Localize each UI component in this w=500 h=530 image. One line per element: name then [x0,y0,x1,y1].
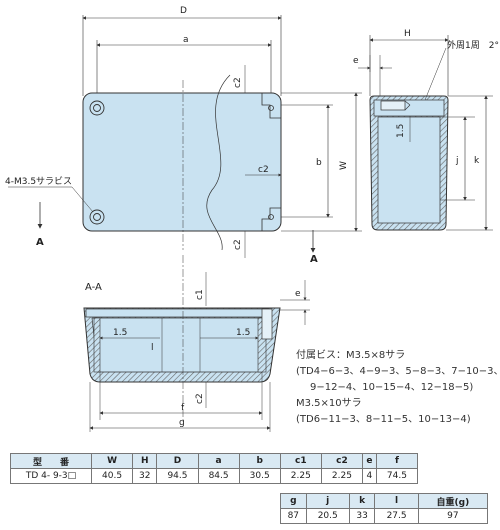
table-header: k [348,493,376,509]
label-l: l [151,343,154,353]
table-cell: 40.5 [90,468,134,484]
table-header: D [156,453,199,469]
table-header: b [238,453,281,469]
technical-drawing: D a c2 c2 c2 b W 4-M3.5サラビス A A [5,6,499,432]
label-a: a [183,35,189,45]
table-cell: 94.5 [156,468,199,484]
label-A-left: A [36,237,44,248]
label-D: D [180,6,187,16]
spec-table-main: 型 番 W H D a b c1 c2 e f TD 4- 9-3□ 40.5 … [10,453,419,484]
label-H: H [404,29,411,39]
top-view: D a c2 c2 c2 b W 4-M3.5サラビス A A [5,6,362,265]
label-1-5-left: 1.5 [113,328,127,338]
label-f: f [181,403,185,413]
note-line-3: 9−12−4、10−15−4、12−18−5) [310,382,474,393]
table-cell: 74.5 [375,468,419,484]
spec-table-secondary: g j k l 自重(g) 87 20.5 33 27.5 97 [280,493,489,524]
label-b: b [316,158,322,168]
label-k: k [474,156,480,166]
table-cell: 33 [348,508,376,524]
label-c2-section: c2 [195,393,205,404]
table-cell: TD 4- 9-3□ [10,468,92,484]
label-1-5-right: 1.5 [236,328,250,338]
table-header: l [374,493,419,509]
table-header: a [197,453,240,469]
table-header: 型 番 [10,453,92,469]
table-header-row: g j k l 自重(g) [280,493,489,509]
label-c2-top: c2 [233,77,243,88]
table-header: H [132,453,158,469]
table-cell: 30.5 [238,468,281,484]
table-cell: 87 [280,508,307,524]
table-cell: 20.5 [305,508,350,524]
table-cell: 4 [361,468,377,484]
label-g: g [179,418,185,428]
side-view: H 外周1周 2° e 1.5 j k [353,29,499,231]
table-cell: 2.25 [279,468,322,484]
note-line-2: (TD4−6−3、4−9−3、5−8−3、7−10−3、 [296,366,500,377]
table-header: f [375,453,419,469]
label-j: j [455,156,459,166]
table-header: 自重(g) [417,493,489,509]
table-header-row: 型 番 W H D a b c1 c2 e f [10,453,419,469]
table-header: c2 [320,453,363,469]
accessory-notes: 付属ビス：M3.5×8サラ (TD4−6−3、4−9−3、5−8−3、7−10−… [296,348,500,428]
label-A-right: A [310,254,318,265]
note-line-4: M3.5×10サラ [296,398,362,409]
table-header: j [305,493,350,509]
label-e-top: e [353,56,359,66]
table-row: 87 20.5 33 27.5 97 [280,508,489,524]
table-row: TD 4- 9-3□ 40.5 32 94.5 84.5 30.5 2.25 2… [10,468,419,484]
table-header: W [90,453,134,469]
note-line-5: (TD6−11−3、8−11−5、10−13−4) [296,414,471,425]
label-e-section: e [295,289,301,299]
table-header: e [361,453,377,469]
table-cell: 84.5 [197,468,240,484]
label-c1: c1 [195,289,205,300]
label-AA: A-A [85,282,102,293]
table-cell: 27.5 [374,508,419,524]
table-cell: 32 [132,468,158,484]
table-cell: 2.25 [320,468,363,484]
note-line-1: 付属ビス：M3.5×8サラ [296,350,406,361]
label-c2-bottom: c2 [233,239,243,250]
label-outer-taper: 外周1周 2° [447,39,499,51]
label-1-5-side: 1.5 [396,124,406,138]
table-header: g [280,493,307,509]
label-W: W [339,161,349,170]
section-view: A-A c1 [83,255,310,432]
label-screw: 4-M3.5サラビス [5,176,72,187]
label-c2-mid: c2 [258,165,269,175]
table-cell: 97 [417,508,489,524]
table-header: c1 [279,453,322,469]
